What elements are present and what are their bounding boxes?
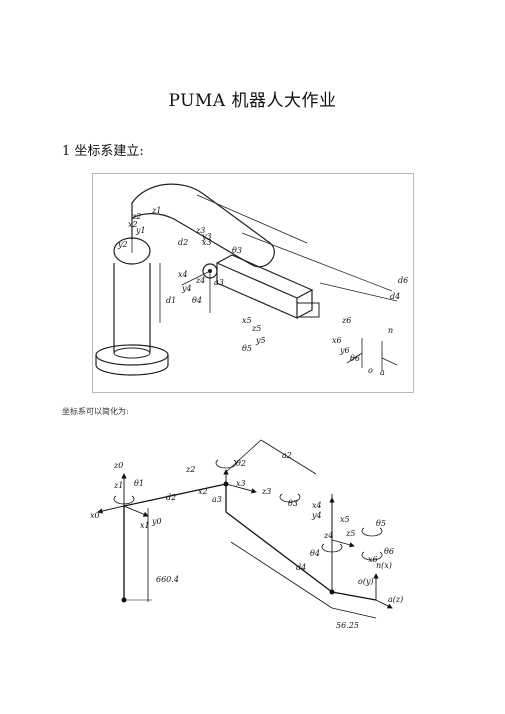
figure2-label: θ3 bbox=[288, 499, 298, 508]
figure1-label: θ5 bbox=[242, 344, 252, 353]
figure-caption: 坐标系可以简化为: bbox=[62, 407, 129, 416]
figure2-label: θ1 bbox=[134, 479, 144, 488]
figure2-label: x6 bbox=[368, 555, 378, 564]
figure1-label: y2 bbox=[117, 240, 128, 249]
figure1-label: z3 bbox=[195, 226, 205, 235]
figure1-label: z5 bbox=[251, 324, 261, 333]
figure2-label: θ4 bbox=[310, 549, 320, 558]
figure2-label: θ5 bbox=[376, 519, 386, 528]
figure2-label: x3 bbox=[236, 479, 246, 488]
section-heading: 1 坐标系建立: bbox=[62, 144, 144, 159]
figure1-label: a bbox=[380, 368, 385, 377]
figure1-label: z6 bbox=[341, 316, 351, 325]
figure2-label: x0 bbox=[90, 511, 100, 520]
figure1-label: z4 bbox=[195, 276, 205, 285]
figure1-label: y6 bbox=[339, 346, 350, 355]
figure2-label: n(x) bbox=[376, 561, 392, 570]
figure2-label: z5 bbox=[345, 529, 355, 538]
figure2-label: θ6 bbox=[384, 547, 394, 556]
figure1-label: d1 bbox=[166, 296, 176, 305]
figure2-label: x2 bbox=[198, 487, 208, 496]
figure2-label: z3 bbox=[261, 487, 271, 496]
figure1-label: y3 bbox=[201, 232, 212, 241]
figure2-label: x1 bbox=[140, 521, 150, 530]
figure1-label: θ3 bbox=[232, 246, 242, 255]
figure1-label: y1 bbox=[135, 226, 146, 235]
figure2-label: d4 bbox=[296, 563, 306, 572]
figure2-label: 56.25 bbox=[336, 621, 359, 630]
figure2-label: θ2 bbox=[236, 459, 246, 468]
figure1-label: z2 bbox=[131, 212, 141, 221]
figure2-label: a2 bbox=[282, 451, 292, 460]
figure1-label: x4 bbox=[178, 270, 188, 279]
figure1-label: o bbox=[368, 366, 373, 375]
figure1-label: x6 bbox=[332, 336, 342, 345]
figure1-label: d2 bbox=[178, 238, 188, 247]
figure2-label: z2 bbox=[185, 465, 195, 474]
figure2-label: y4 bbox=[311, 511, 322, 520]
figure2-label: z1 bbox=[113, 481, 123, 490]
figure1-label: y5 bbox=[255, 336, 266, 345]
figure2-label: y0 bbox=[151, 517, 162, 526]
figure2-label: z4 bbox=[323, 531, 333, 540]
figure1-label: d4 bbox=[390, 292, 400, 301]
figure2-label: z0 bbox=[113, 461, 123, 470]
figure1-label: z1 bbox=[151, 206, 161, 215]
figure1-label: n bbox=[388, 326, 393, 335]
figure1-label: d6 bbox=[398, 276, 408, 285]
figure2-label: a3 bbox=[212, 495, 222, 504]
figure1-label: y4 bbox=[181, 284, 192, 293]
figure2-label: a(z) bbox=[388, 595, 403, 604]
figure1-label: x2 bbox=[128, 220, 138, 229]
figure2-label: x4 bbox=[312, 501, 322, 510]
figure1-label: θ6 bbox=[350, 354, 360, 363]
figure1-label: x5 bbox=[242, 316, 252, 325]
document-title: PUMA 机器人大作业 bbox=[168, 91, 337, 111]
figure1-label: θ4 bbox=[192, 296, 202, 305]
figure2-label: 660.4 bbox=[156, 575, 179, 584]
figure2-label: o(y) bbox=[358, 577, 374, 586]
figure2-label: d2 bbox=[166, 493, 176, 502]
figure1-label: a3 bbox=[214, 278, 224, 287]
figure2-label: x5 bbox=[340, 515, 350, 524]
figure1-label: x3 bbox=[202, 238, 212, 247]
